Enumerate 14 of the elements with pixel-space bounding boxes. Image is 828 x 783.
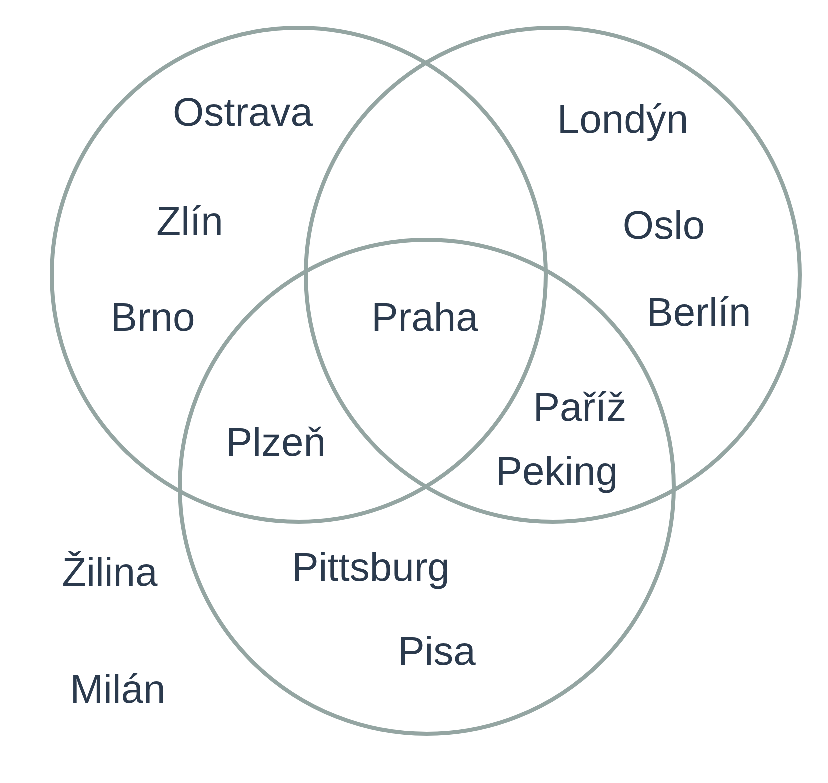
city-label: Plzeň: [226, 423, 326, 463]
city-label: Praha: [372, 298, 478, 338]
city-label: Paříž: [533, 388, 627, 428]
city-label: Pittsburg: [292, 548, 450, 588]
city-label: Berlín: [646, 293, 752, 333]
city-label: Zlín: [156, 202, 224, 242]
city-label: Londýn: [557, 100, 689, 140]
city-label: Oslo: [622, 206, 706, 246]
city-label: Milán: [70, 670, 166, 710]
city-label: Pisa: [398, 632, 476, 672]
city-label: Žilina: [62, 553, 158, 593]
city-label: Brno: [110, 298, 196, 338]
city-label: Ostrava: [172, 93, 314, 133]
city-label: Peking: [496, 452, 618, 492]
